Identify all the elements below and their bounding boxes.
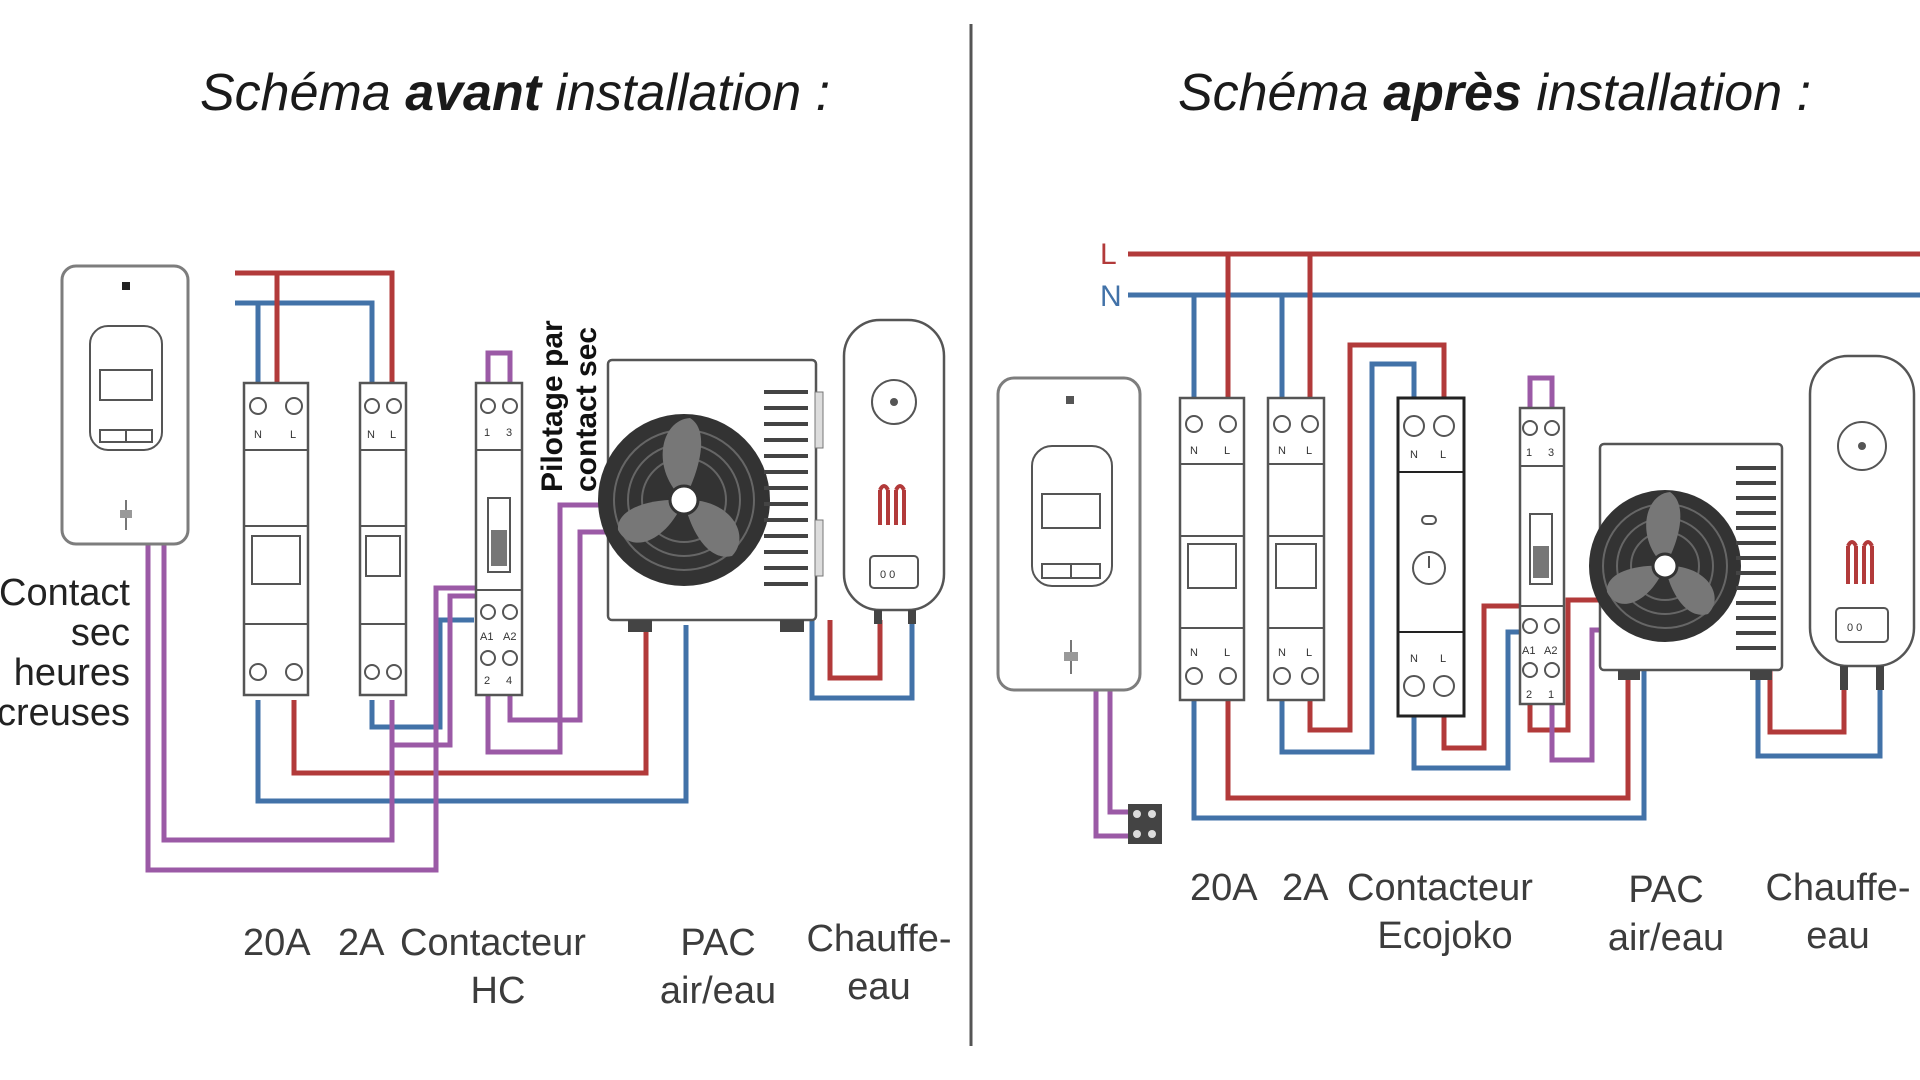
label-ecojoko-after-1: Contacteur <box>1347 867 1533 909</box>
svg-text:4: 4 <box>506 675 512 687</box>
svg-text:L: L <box>1224 445 1230 457</box>
label-contactor-before-1: Contacteur <box>400 922 586 964</box>
label-heater-before-1: Chauffe- <box>806 918 951 960</box>
label-2a-before: 2A <box>338 922 385 964</box>
after-panel: L N <box>996 238 1920 959</box>
label-heater-after-1: Chauffe- <box>1765 867 1910 909</box>
svg-text:L: L <box>1440 653 1446 665</box>
svg-text:3: 3 <box>1548 447 1554 459</box>
label-pac-after-2: air/eau <box>1608 917 1724 959</box>
svg-text:N: N <box>254 429 262 441</box>
svg-text:1: 1 <box>1548 689 1554 701</box>
pac-grille-after <box>1736 466 1776 650</box>
label-pac-before-2: air/eau <box>660 970 776 1012</box>
svg-text:A2: A2 <box>503 631 516 643</box>
svg-text:0 0: 0 0 <box>1847 622 1862 634</box>
pilotage-label-line1: Pilotage par <box>536 320 569 492</box>
svg-text:A1: A1 <box>1522 645 1535 657</box>
label-ecojoko-after-2: Ecojoko <box>1377 915 1512 957</box>
contactor-after: 1 3 A1 A2 2 1 <box>1518 406 1566 706</box>
line-n-label: N <box>1100 280 1122 313</box>
svg-text:N: N <box>1190 647 1198 659</box>
svg-text:1: 1 <box>484 427 490 439</box>
svg-text:L: L <box>290 429 296 441</box>
svg-text:heures: heures <box>14 652 130 694</box>
svg-text:N: N <box>1278 647 1286 659</box>
breaker-20a-after: N L N L <box>1178 396 1246 702</box>
pac-unit-after <box>1589 442 1784 680</box>
svg-text:L: L <box>1440 449 1446 461</box>
svg-text:N: N <box>1278 445 1286 457</box>
breaker-2a-after: N L N L <box>1266 396 1326 702</box>
pac-grille-before <box>764 390 808 586</box>
label-heater-after-2: eau <box>1806 915 1869 957</box>
svg-text:sec: sec <box>71 612 130 654</box>
svg-text:creuses: creuses <box>0 692 130 734</box>
title-after: Schéma après installation : <box>1178 64 1811 122</box>
svg-text:N: N <box>1410 449 1418 461</box>
svg-text:L: L <box>1224 647 1230 659</box>
meter-label-before: Contact sec heures creuses <box>0 572 130 734</box>
pac-unit-before <box>598 358 824 632</box>
svg-text:A2: A2 <box>1544 645 1557 657</box>
svg-text:N: N <box>1190 445 1198 457</box>
label-2a-after: 2A <box>1282 867 1329 909</box>
label-pac-before-1: PAC <box>680 922 755 964</box>
svg-text:N: N <box>367 429 375 441</box>
label-20a-after: 20A <box>1190 867 1258 909</box>
svg-text:L: L <box>390 429 396 441</box>
line-l-label: L <box>1100 238 1117 271</box>
label-heater-before-2: eau <box>847 966 910 1008</box>
terminal-block-after <box>1128 804 1162 844</box>
water-heater-after: 0 0 <box>1808 354 1916 690</box>
svg-text:3: 3 <box>506 427 512 439</box>
meter-before <box>60 264 190 546</box>
svg-text:0 0: 0 0 <box>880 569 895 581</box>
label-20a-before: 20A <box>243 922 311 964</box>
pilotage-label-line2: contact sec <box>570 327 603 492</box>
after-wires <box>1093 254 1883 839</box>
meter-after <box>996 376 1142 692</box>
water-heater-before: 0 0 <box>842 318 946 624</box>
contactor-hc-before: 1 3 A1 A2 2 4 <box>474 381 524 697</box>
svg-text:1: 1 <box>1526 447 1532 459</box>
svg-text:2: 2 <box>1526 689 1532 701</box>
before-wires <box>145 270 915 873</box>
title-before: Schéma avant installation : <box>200 64 830 122</box>
label-pac-after-1: PAC <box>1628 869 1703 911</box>
svg-text:2: 2 <box>484 675 490 687</box>
svg-text:L: L <box>1306 445 1312 457</box>
label-contactor-before-2: HC <box>471 970 526 1012</box>
svg-text:A1: A1 <box>480 631 493 643</box>
ecojoko-contactor-after: N L N L <box>1396 396 1466 718</box>
svg-text:Contact: Contact <box>0 572 130 614</box>
svg-text:N: N <box>1410 653 1418 665</box>
svg-text:L: L <box>1306 647 1312 659</box>
